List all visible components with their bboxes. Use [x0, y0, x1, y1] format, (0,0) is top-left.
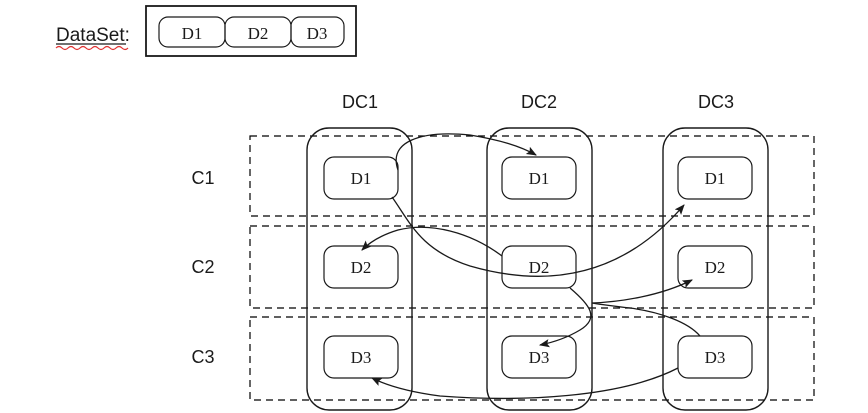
- dataset-chunk-box-3: [290, 16, 345, 48]
- cell-label-dc3-c2: D2: [705, 258, 726, 277]
- cell-label-dc3-c3: D3: [705, 348, 726, 367]
- cell-box-dc2-c1: [501, 156, 577, 200]
- text-labels: DataSet: D1 D2 D3 DC1 DC2 DC3 C1 C2 C3 D…: [56, 24, 734, 367]
- arrow-dc1-d1-to-dc2-d1: [395, 133, 537, 171]
- arrow-dc2-d2-to-dc2-d3: [538, 287, 592, 348]
- column-container-dc3: [662, 127, 769, 411]
- cell-label-dc1-c2: D2: [351, 258, 372, 277]
- cell-label-dc2-c1: D1: [529, 169, 550, 188]
- arrow-dc1-d1-to-dc3-d1: [391, 196, 685, 277]
- dataset-label: DataSet:: [56, 25, 130, 46]
- dataset-label-underlines: [55, 43, 129, 51]
- row-label-c3: C3: [191, 347, 214, 367]
- row-dashed-boxes: [249, 135, 815, 401]
- cell-box-dc1-c1: [323, 156, 399, 200]
- arrow-paths: [361, 133, 701, 400]
- column-header-dc1: DC1: [342, 92, 378, 112]
- row-box-c1: [249, 135, 815, 217]
- dataset-chunk-label-1: D1: [182, 24, 203, 43]
- dataset-chunk-label-3: D3: [307, 24, 328, 43]
- cell-label-dc1-c3: D3: [351, 348, 372, 367]
- arrow-dc3-d3-to-dc3-d2-tail: [591, 302, 701, 337]
- cell-boxes: [323, 156, 753, 379]
- cell-box-dc1-c3: [323, 335, 399, 379]
- row-label-c1: C1: [191, 168, 214, 188]
- cell-box-dc2-c3: [501, 335, 577, 379]
- dataset-label-spellcheck-underline: [55, 45, 129, 51]
- row-label-c2: C2: [191, 257, 214, 277]
- row-box-c2: [249, 225, 815, 309]
- dataset-chunk-label-2: D2: [248, 24, 269, 43]
- arrow-dc3-d3-to-dc1-d3: [371, 367, 679, 400]
- cell-box-dc3-c3: [677, 335, 753, 379]
- column-header-dc2: DC2: [521, 92, 557, 112]
- dataset-outer-box: [145, 5, 357, 57]
- cell-box-dc3-c2: [677, 245, 753, 289]
- cell-label-dc2-c2: D2: [529, 258, 550, 277]
- row-box-c3: [249, 316, 815, 401]
- cell-box-dc1-c2: [323, 245, 399, 289]
- arrow-dc2-d2-to-dc1-d2: [361, 226, 503, 257]
- arrow-dc3-d3-to-dc3-d2: [591, 279, 693, 304]
- cell-label-dc3-c1: D1: [705, 169, 726, 188]
- cell-label-dc2-c3: D3: [529, 348, 550, 367]
- cell-label-dc1-c1: D1: [351, 169, 372, 188]
- cell-box-dc2-c2: [501, 245, 577, 289]
- column-header-dc3: DC3: [698, 92, 734, 112]
- column-container-dc1: [306, 127, 413, 411]
- cell-box-dc3-c1: [677, 156, 753, 200]
- dataset-group: [145, 5, 357, 57]
